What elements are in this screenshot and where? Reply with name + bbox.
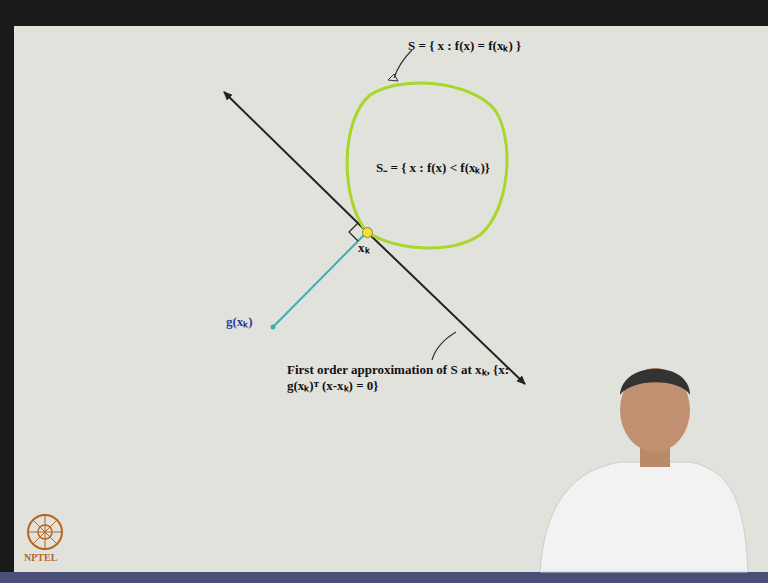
logo-text: NPTEL: [24, 552, 57, 564]
point-marker: [362, 227, 373, 238]
set-definition: S = { x : f(x) = f(xₖ) }: [408, 38, 521, 54]
region-label: S₋ = { x : f(x) < f(xₖ)}: [376, 160, 490, 176]
approximation-note: First order approximation of S at xₖ, {x…: [287, 362, 532, 393]
point-label: xₖ: [358, 240, 370, 256]
gradient-label: g(xₖ): [226, 314, 253, 330]
